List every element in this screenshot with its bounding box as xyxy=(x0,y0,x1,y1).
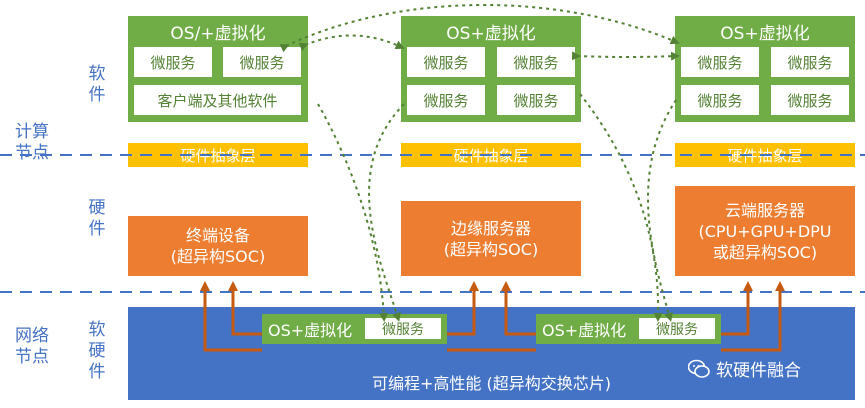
side-label-soft-hardware: 软 硬 件 xyxy=(88,320,106,382)
dotted-node1-node3-arc xyxy=(279,4,680,53)
wechat-icon xyxy=(688,359,710,378)
side-label-software: 软 件 xyxy=(88,64,106,105)
node2-hardware-line-1: 边缘服务器 xyxy=(450,218,531,238)
node1-microservice-1: 微服务 xyxy=(134,47,212,77)
network-label: 可编程+高性能 (超异构交换芯片) xyxy=(372,374,611,393)
node1-hardware: 终端设备 (超异构SOC) xyxy=(128,216,308,276)
arrow-chip2-to-node3-a xyxy=(721,281,753,336)
arrow-chip1-to-node2 xyxy=(447,281,479,336)
network-chip-1-microservice: 微服务 xyxy=(365,318,441,339)
node3-hardware-line-1: 云端服务器 xyxy=(724,200,805,220)
dotted-node1-node2 xyxy=(298,34,405,52)
arrow-chip2-to-node2 xyxy=(501,281,536,336)
node3-hardware: 云端服务器 (CPU+GPU+DPU 或超异构SOC) xyxy=(675,186,855,276)
network-chip-2-microservice: 微服务 xyxy=(639,318,715,339)
node3-hardware-line-2: (CPU+GPU+DPU xyxy=(698,221,832,241)
watermark: 软硬件融合 xyxy=(688,356,801,381)
node2-hardware-line-2: (超异构SOC) xyxy=(443,239,539,259)
node3-microservice-1: 微服务 xyxy=(681,47,759,77)
node2-microservice-3: 微服务 xyxy=(407,85,485,115)
network-chip-2-label: OS+虚拟化 xyxy=(542,321,627,340)
node1-os-title: OS/+虚拟化 xyxy=(170,24,266,44)
network-chip-1-label: OS+虚拟化 xyxy=(268,321,353,340)
arrow-chip1-to-node1-b xyxy=(228,281,262,336)
network-node-panel xyxy=(128,307,855,400)
dotted-node2-to-chip2 xyxy=(579,93,663,322)
node3-os-title: OS+虚拟化 xyxy=(720,24,810,44)
node3-microservice-2: 微服务 xyxy=(771,47,849,77)
arrow-chip2-to-node3-b xyxy=(721,281,785,352)
arrow-chip1-to-node1-a xyxy=(200,281,262,352)
dotted-node3-to-chip2 xyxy=(646,99,677,322)
node2-microservice-4: 微服务 xyxy=(497,85,575,115)
node1-hardware-line-2: (超异构SOC) xyxy=(170,247,266,266)
node3-hardware-line-3: 或超异构SOC) xyxy=(712,242,818,262)
watermark-text: 软硬件融合 xyxy=(716,361,801,381)
dotted-node1-to-chip1 xyxy=(317,103,389,322)
node1-hardware-line-1: 终端设备 xyxy=(185,226,250,245)
node1-os-panel: OS/+虚拟化 微服务 微服务 客户端及其他软件 xyxy=(128,16,308,122)
node1-hal: 硬件抽象层 xyxy=(128,143,308,167)
node3-microservice-3: 微服务 xyxy=(681,85,759,115)
node3-os-panel: OS+虚拟化 微服务 微服务 微服务 微服务 xyxy=(675,16,855,122)
dotted-node2-to-chip1 xyxy=(368,103,405,322)
node3-microservice-4: 微服务 xyxy=(771,85,849,115)
side-label-compute-node: 计算 节点 xyxy=(15,122,49,163)
node2-os-panel: OS+虚拟化 微服务 微服务 微服务 微服务 xyxy=(401,16,581,122)
network-chip-1: OS+虚拟化 微服务 xyxy=(262,314,447,344)
side-label-network-node: 网络 节点 xyxy=(15,326,49,367)
dotted-node2-node3 xyxy=(571,51,680,61)
node2-hardware: 边缘服务器 (超异构SOC) xyxy=(401,201,581,276)
side-label-hardware: 硬 件 xyxy=(88,198,106,239)
network-chip-2: OS+虚拟化 微服务 xyxy=(536,314,721,344)
node1-client-software: 客户端及其他软件 xyxy=(134,85,301,115)
